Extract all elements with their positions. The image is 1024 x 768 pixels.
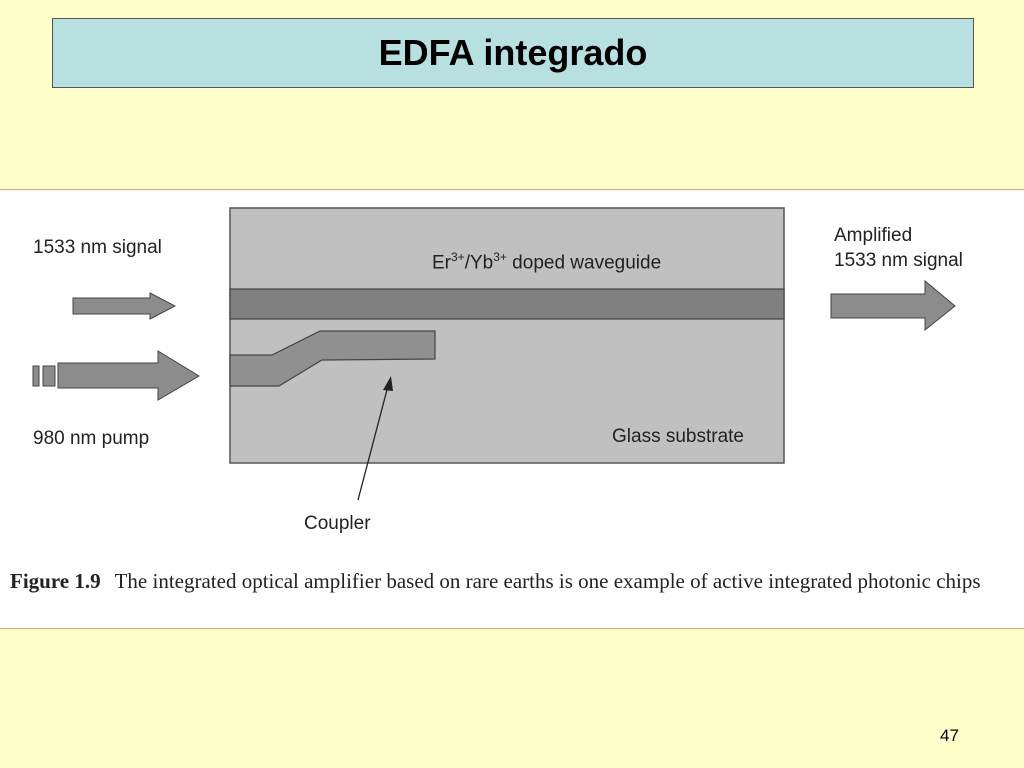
coupler-waveguide <box>229 330 436 387</box>
caption-figure-number: Figure 1.9 <box>10 569 101 593</box>
page-title: EDFA integrado <box>378 32 648 73</box>
input-signal-label: 1533 nm signal <box>33 237 162 258</box>
output-arrow <box>830 279 956 332</box>
pump-source-stripe <box>32 365 40 387</box>
output-label-line2: 1533 nm signal <box>834 250 963 271</box>
pump-source-stripe <box>42 365 56 387</box>
input-signal-arrow <box>72 292 177 320</box>
coupler-pointer-arrowhead <box>383 376 393 391</box>
page-number: 47 <box>940 726 959 745</box>
title-box: EDFA integrado <box>52 18 974 88</box>
substrate-label: Glass substrate <box>612 426 744 447</box>
coupler-pointer-line <box>357 385 389 501</box>
waveguide-label: Er3+/Yb3+ doped waveguide <box>432 250 662 274</box>
edfa-diagram <box>32 207 956 501</box>
output-label-line1: Amplified <box>834 225 913 246</box>
pump-label: 980 nm pump <box>33 428 150 449</box>
coupler-label: Coupler <box>304 513 371 534</box>
pump-arrow <box>57 350 200 401</box>
figure-panel: 1533 nm signal 980 nm pump Amplified 153… <box>0 189 1024 629</box>
figure-caption: Figure 1.9 The integrated optical amplifi… <box>10 566 1014 596</box>
caption-text: The integrated optical amplifier based o… <box>114 569 981 593</box>
doped-waveguide <box>229 288 785 320</box>
